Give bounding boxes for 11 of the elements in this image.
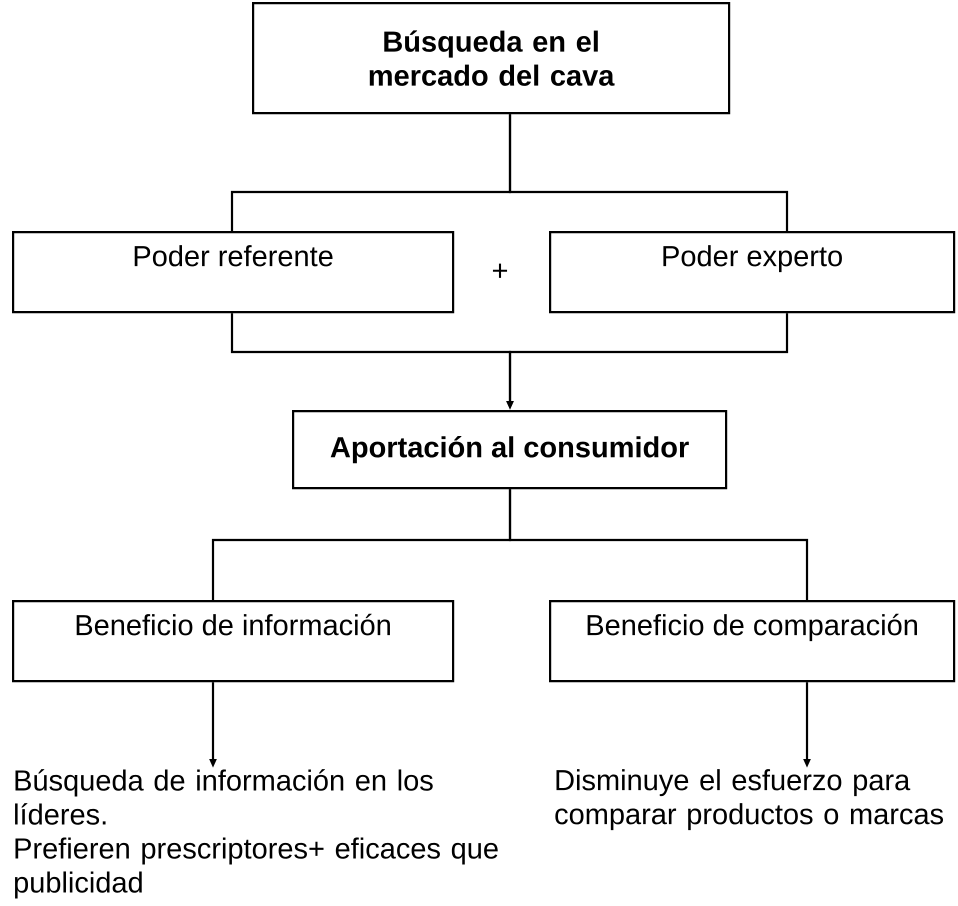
title-box: Búsqueda en el mercado del cava (252, 2, 730, 114)
process-box: Poder experto (549, 231, 956, 314)
connector (508, 114, 788, 231)
result-text: Búsqueda de información en los líderes. Prefieren prescriptores+ eficaces que publicidad (14, 769, 498, 898)
process-box: Beneficio de comparación (549, 600, 956, 682)
plus-sign: + (492, 264, 508, 278)
connector (508, 489, 808, 600)
process-box: Beneficio de información (12, 600, 454, 682)
result-text: Disminuye el esfuerzo para comparar productos o marcas (555, 769, 944, 830)
title-box: Aportación al consumidor (292, 410, 728, 490)
process-box: Poder referente (12, 231, 454, 314)
